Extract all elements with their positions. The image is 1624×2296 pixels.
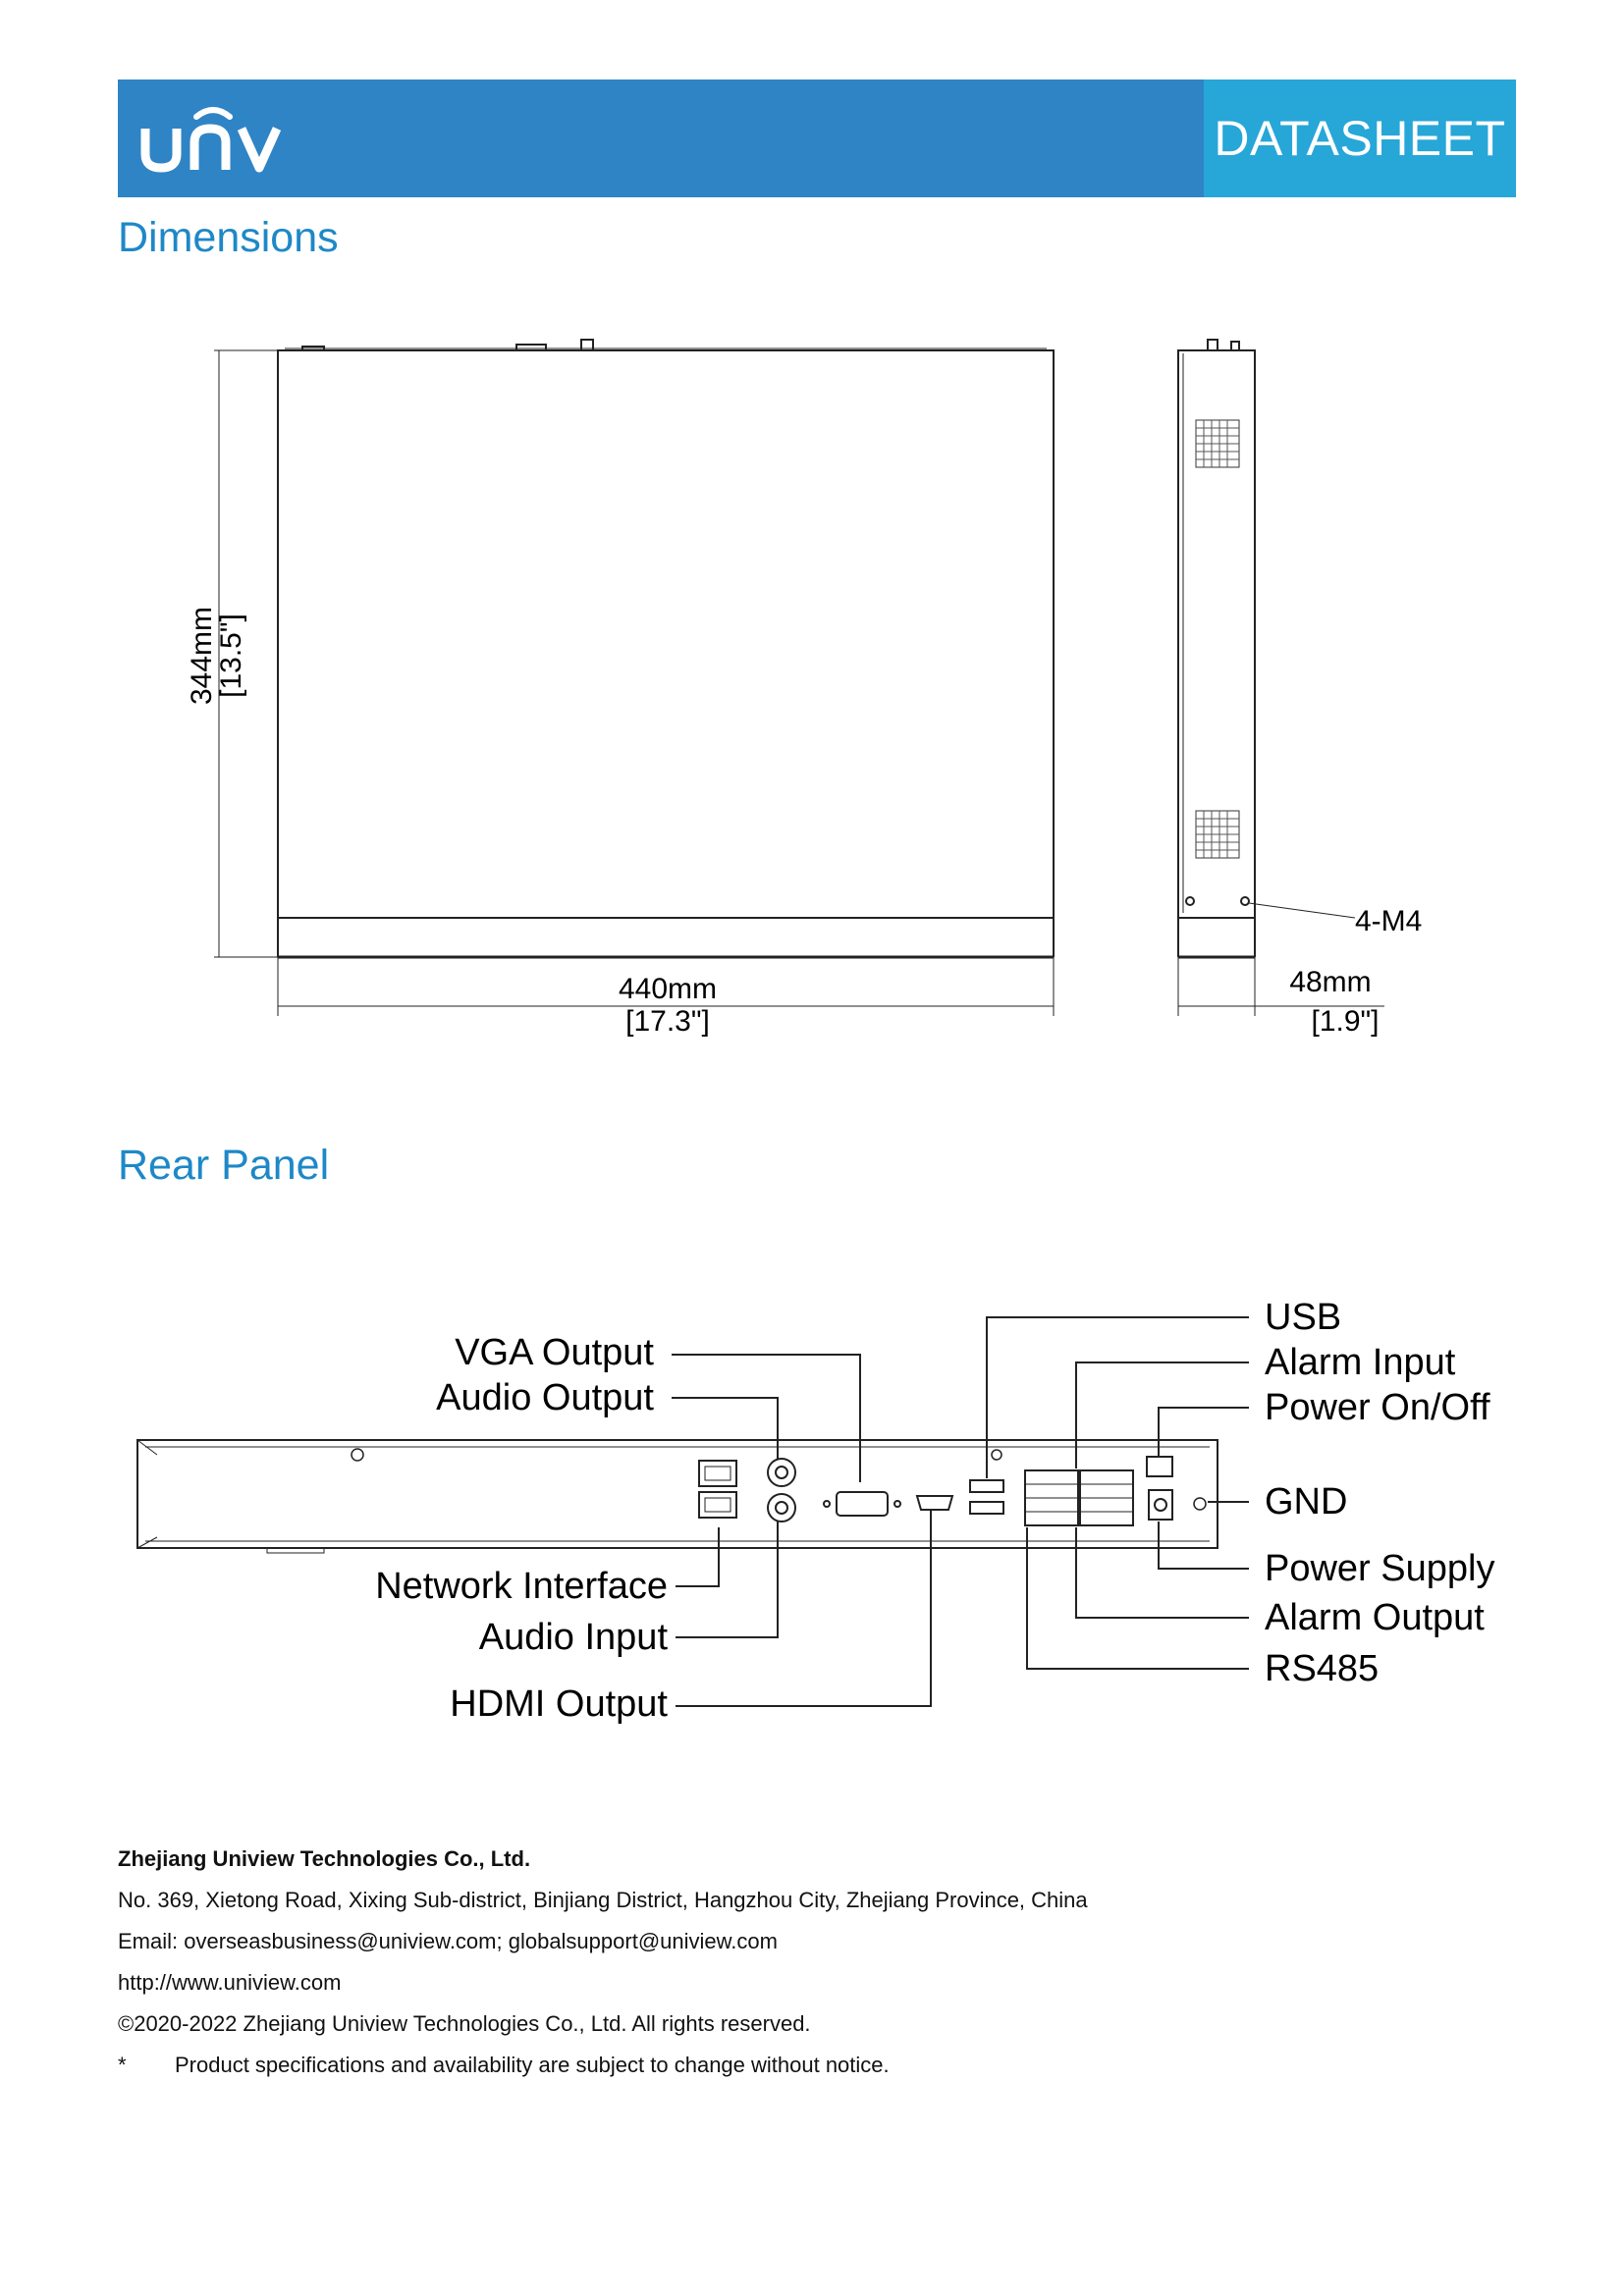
datasheet-label: DATASHEET <box>1214 111 1506 166</box>
footer-note-marker: * <box>118 2053 127 2077</box>
footer-email[interactable]: Email: overseasbusiness@uniview.com; glo… <box>118 1929 778 1953</box>
label-vga-output: VGA Output <box>455 1332 654 1373</box>
vga-port <box>836 1491 889 1517</box>
audio-out-jack <box>767 1458 796 1487</box>
width-in-label: [17.3"] <box>625 1005 710 1038</box>
dimensions-title: Dimensions <box>118 214 339 261</box>
depth-mm-label: 344mm <box>186 607 218 705</box>
usb-port-1 <box>969 1479 1004 1493</box>
footer-address: No. 369, Xietong Road, Xixing Sub-distri… <box>118 1888 1088 1912</box>
hdmi-port <box>915 1495 954 1511</box>
width-mm-label: 440mm <box>619 973 717 1005</box>
label-power-on-off: Power On/Off <box>1265 1387 1490 1428</box>
footer-company: Zhejiang Uniview Technologies Co., Ltd. <box>118 1846 531 1871</box>
footer: Zhejiang Uniview Technologies Co., Ltd. … <box>118 1839 1492 2086</box>
label-audio-input: Audio Input <box>479 1617 669 1658</box>
label-power-supply: Power Supply <box>1265 1548 1494 1589</box>
power-switch <box>1146 1456 1173 1477</box>
header-teal-band <box>1204 80 1516 197</box>
header-banner: DATASHEET <box>118 80 1516 197</box>
unv-logo <box>140 107 282 173</box>
network-port-1 <box>698 1460 737 1487</box>
label-audio-output: Audio Output <box>436 1377 654 1418</box>
footer-note: Product specifications and availability … <box>175 2053 890 2077</box>
header-blue-band <box>118 80 1204 197</box>
label-rs485: RS485 <box>1265 1648 1379 1689</box>
usb-port-2 <box>969 1501 1004 1515</box>
footer-copyright: ©2020-2022 Zhejiang Uniview Technologies… <box>118 2011 811 2036</box>
rear-panel-title: Rear Panel <box>118 1142 330 1189</box>
rear-panel-drawing: VGA Output Audio Output Network Interfac… <box>136 1297 1494 1725</box>
label-gnd: GND <box>1265 1481 1347 1522</box>
height-mm-label: 48mm <box>1289 966 1371 998</box>
label-alarm-output: Alarm Output <box>1265 1597 1485 1638</box>
label-network-interface: Network Interface <box>375 1566 668 1607</box>
label-alarm-input: Alarm Input <box>1265 1342 1456 1383</box>
network-port-2 <box>698 1491 737 1519</box>
height-in-label: [1.9"] <box>1311 1005 1379 1038</box>
screw-note: 4-M4 <box>1355 905 1422 937</box>
footer-website-link[interactable]: http://www.uniview.com <box>118 1970 342 1995</box>
top-view-body <box>277 349 1055 919</box>
dimensions-drawing: 344mm [13.5"] 440mm [17.3"] 48mm [1.9"] … <box>186 339 1422 1038</box>
label-usb: USB <box>1265 1297 1341 1338</box>
depth-in-label: [13.5"] <box>215 614 247 698</box>
label-hdmi-output: HDMI Output <box>450 1683 668 1725</box>
power-supply-socket <box>1148 1489 1173 1521</box>
audio-in-jack <box>767 1493 796 1522</box>
footer-note-row: * Product specifications and availability… <box>118 2045 1492 2086</box>
rear-chassis <box>136 1439 1218 1549</box>
